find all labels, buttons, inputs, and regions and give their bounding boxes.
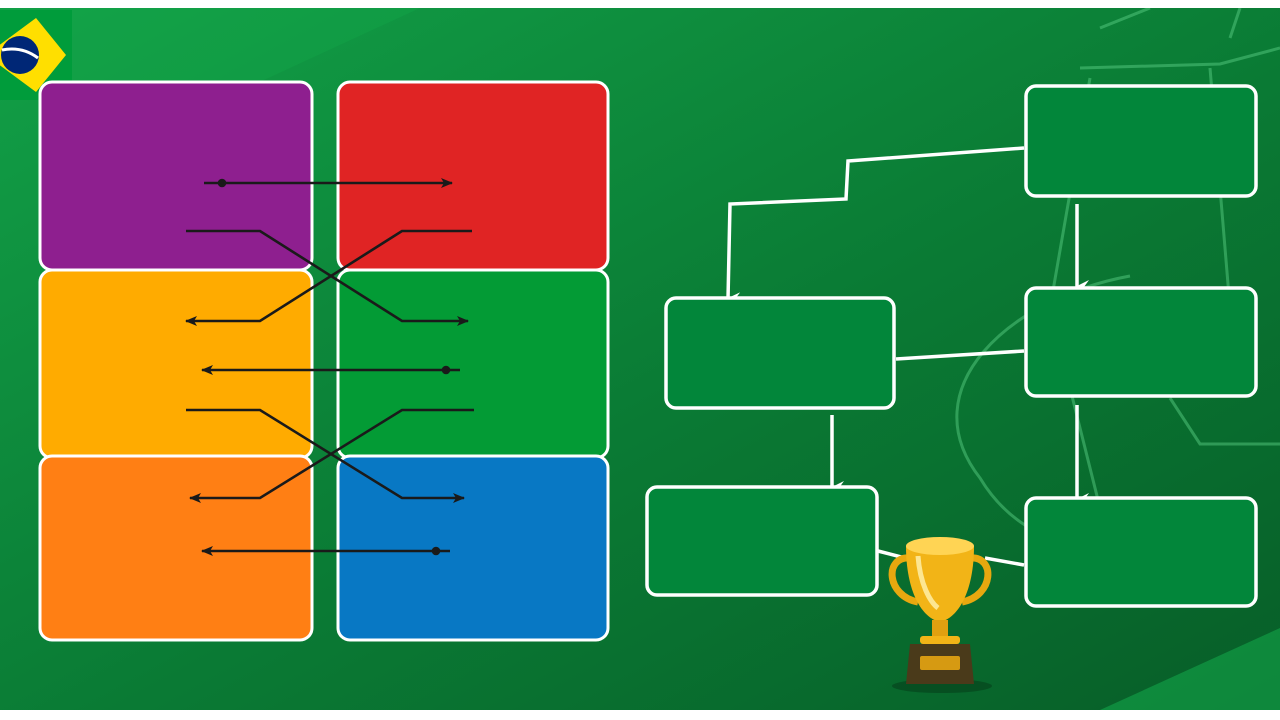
knockout-bracket [645, 84, 1258, 608]
trophy-plate [920, 656, 960, 670]
trophy-cup [906, 546, 974, 622]
diagram-canvas [0, 8, 1280, 710]
group-box-2[interactable] [336, 80, 610, 272]
trophy-collar [920, 636, 960, 644]
group-box-6[interactable] [336, 454, 610, 642]
trophy-handle-left [888, 554, 919, 606]
flag-globe [1, 36, 39, 74]
connector-trophy-right [984, 556, 1025, 567]
trophy-shine [915, 555, 940, 610]
trophy-handle-right [961, 554, 992, 606]
matchup-arrows [185, 178, 474, 556]
group-box-5[interactable] [38, 454, 314, 642]
bracket-diagram [0, 8, 1280, 710]
trophy-icon [888, 537, 992, 693]
connector-semi-link [895, 349, 1025, 361]
field-stripe-bottom [1100, 628, 1280, 710]
trophy-stem [932, 620, 948, 638]
final-box[interactable] [1024, 84, 1258, 198]
quarter-right-box[interactable] [1024, 496, 1258, 608]
arrow-tail-dot [217, 178, 227, 188]
group-box-3[interactable] [38, 268, 314, 460]
group-box-4[interactable] [336, 268, 610, 460]
flag-band [1, 47, 39, 60]
group-box-1[interactable] [38, 80, 314, 272]
semifinal-right-box[interactable] [1024, 286, 1258, 398]
trophy-rim [906, 537, 974, 555]
arrow-tail-dot [431, 546, 441, 556]
bracket-connectors [726, 146, 1089, 567]
semifinal-left-box[interactable] [664, 296, 896, 410]
arrow-cross-d [189, 408, 474, 503]
brazil-flag [0, 10, 72, 100]
arrow-tail-dot [441, 365, 451, 375]
arrow-cross-b [186, 229, 469, 326]
quarter-left-box[interactable] [645, 485, 879, 597]
connector-final-left [726, 146, 1025, 307]
